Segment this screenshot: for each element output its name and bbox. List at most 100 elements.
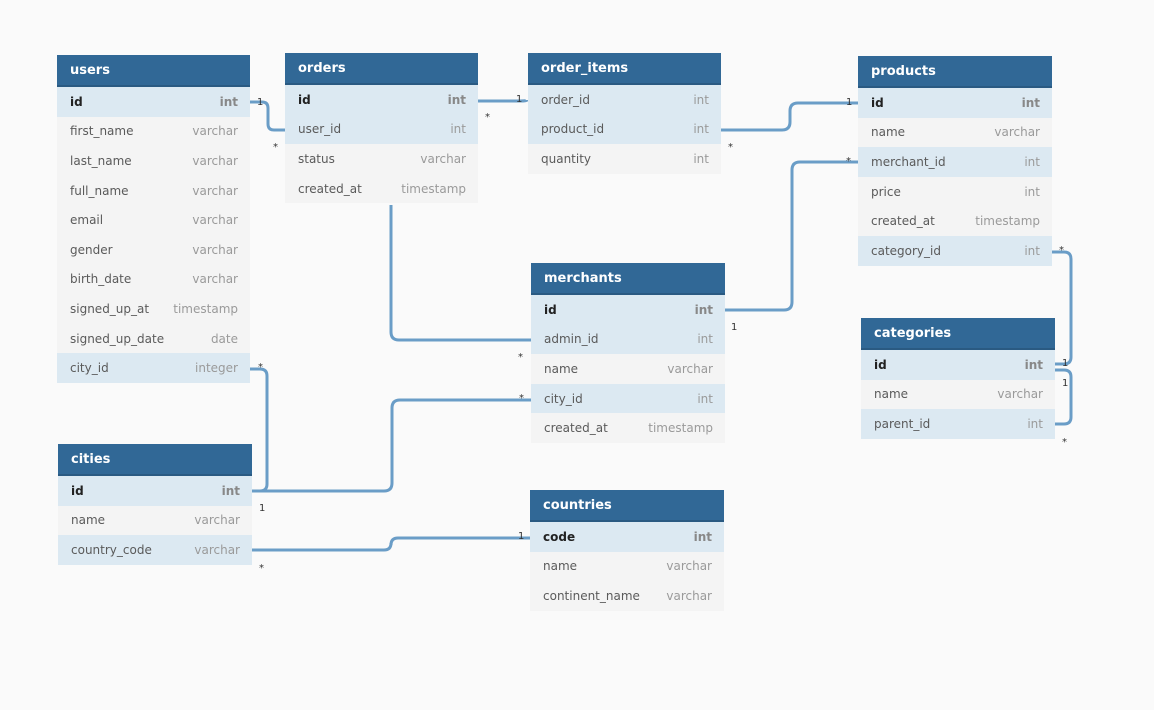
field-type: timestamp [173, 301, 238, 316]
table-header-users[interactable]: users [57, 55, 250, 87]
field-name: email [70, 213, 104, 228]
field-row-order_items-product_id[interactable]: product_id int [528, 114, 721, 145]
field-name: country_code [71, 542, 152, 557]
field-type: varchar [192, 183, 238, 198]
field-type: varchar [667, 361, 713, 376]
field-type: varchar [192, 153, 238, 168]
field-type: varchar [194, 513, 240, 528]
field-name: parent_id [874, 416, 931, 431]
field-row-products-created_at[interactable]: created_at timestamp [858, 206, 1052, 236]
field-type: int [693, 92, 709, 107]
field-name: price [871, 184, 901, 199]
table-header-cities[interactable]: cities [58, 444, 252, 476]
field-type: int [1027, 416, 1043, 431]
table-header-categories[interactable]: categories [861, 318, 1055, 350]
field-row-cities-country_code[interactable]: country_code varchar [58, 535, 252, 565]
relationship-line-6[interactable] [389, 205, 531, 342]
field-type: int [693, 122, 709, 137]
table-header-orders[interactable]: orders [285, 53, 478, 85]
field-type: timestamp [648, 421, 713, 436]
relationship-line-7[interactable] [250, 367, 269, 493]
cardinality-label: * [485, 112, 490, 123]
cardinality-label: 1 [731, 322, 738, 333]
table-header-merchants[interactable]: merchants [531, 263, 725, 295]
relationship-line-8[interactable] [252, 398, 531, 493]
field-name: quantity [541, 151, 592, 166]
field-row-merchants-name[interactable]: name varchar [531, 354, 725, 384]
cardinality-label: 1 [259, 503, 266, 514]
field-type: varchar [420, 151, 466, 166]
field-name: product_id [541, 122, 605, 137]
field-name: created_at [871, 214, 935, 229]
cardinality-label: * [259, 563, 264, 574]
field-type: int [1024, 243, 1040, 258]
cardinality-label: * [258, 362, 263, 373]
field-name: category_id [871, 243, 941, 258]
field-type: int [697, 391, 713, 406]
field-row-products-category_id[interactable]: category_id int [858, 235, 1052, 266]
relationship-line-0[interactable] [250, 100, 285, 132]
field-row-categories-parent_id[interactable]: parent_id int [861, 409, 1055, 439]
cardinality-label: * [273, 142, 278, 153]
field-row-users-last_name[interactable]: last_name varchar [57, 146, 250, 176]
field-name: last_name [70, 153, 132, 168]
table-header-countries[interactable]: countries [530, 490, 724, 522]
cardinality-label: 1 [516, 94, 523, 105]
relationship-line-2[interactable] [721, 101, 858, 132]
field-name: user_id [298, 122, 342, 137]
field-type: varchar [194, 542, 240, 557]
table-header-products[interactable]: products [858, 56, 1052, 88]
relationship-line-3[interactable] [725, 160, 858, 312]
field-name: code [543, 529, 576, 544]
field-name: id [544, 302, 557, 317]
cardinality-label: * [1062, 437, 1067, 448]
field-type: date [210, 331, 238, 346]
field-name: created_at [298, 181, 362, 196]
cardinality-label: * [846, 156, 851, 167]
table-header-order_items[interactable]: order_items [528, 53, 721, 85]
relationship-line-9[interactable] [252, 536, 530, 552]
field-name: name [874, 387, 909, 402]
field-type: timestamp [975, 214, 1040, 229]
field-name: name [544, 361, 579, 376]
